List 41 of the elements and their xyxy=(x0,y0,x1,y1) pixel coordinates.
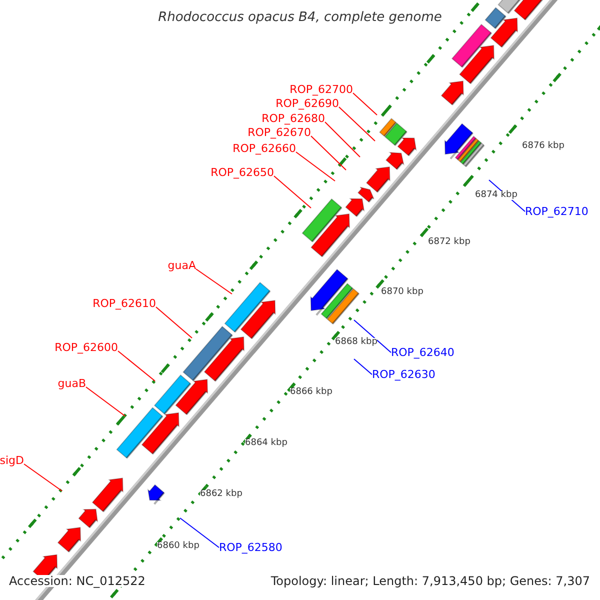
gene-label: ROP_62660 xyxy=(232,143,296,154)
gene-label: ROP_62650 xyxy=(210,167,274,178)
scale-label: 6870 kbp xyxy=(381,288,424,297)
scale-label: 6872 kbp xyxy=(428,238,470,247)
leader-line xyxy=(24,464,62,492)
gene-label: ROP_62580 xyxy=(219,542,282,553)
leader-line xyxy=(338,106,376,142)
gene-label: ROP_62640 xyxy=(391,347,454,358)
leader-line xyxy=(196,268,232,294)
gene-label: ROP_62710 xyxy=(525,206,588,217)
gene-label: ROP_62670 xyxy=(248,127,311,138)
gene-label: ROP_62690 xyxy=(276,98,339,109)
gene-label: guaA xyxy=(168,260,196,271)
genome-info-text: Topology: linear; Length: 7,913,450 bp; Genes: 7,307 xyxy=(270,575,590,587)
scale-label: 6874 kbp xyxy=(475,191,518,200)
gene-label: ROP_62680 xyxy=(262,113,325,124)
gene-label: sigD xyxy=(0,455,24,466)
scale-label: 6864 kbp xyxy=(245,439,288,448)
gene-label: ROP_62700 xyxy=(290,84,353,95)
gene-label: ROP_62600 xyxy=(54,342,118,353)
scale-label: 6862 kbp xyxy=(200,490,242,499)
leader-line xyxy=(310,136,346,170)
accession-text: Accession: NC_012522 xyxy=(9,575,146,587)
leader-line xyxy=(352,92,378,116)
map-title: Rhodococcus opacus B4, complete genome xyxy=(157,11,443,24)
leader-line xyxy=(354,358,372,375)
gene-label: guaB xyxy=(58,378,86,389)
leader-line xyxy=(324,122,360,158)
leader-line xyxy=(274,176,312,208)
leader-line xyxy=(156,306,192,338)
scale-label: 6860 kbp xyxy=(157,542,200,551)
scale-label: 6866 kbp xyxy=(290,388,332,397)
leader-line xyxy=(354,320,392,353)
leader-line xyxy=(180,518,220,548)
leader-line xyxy=(118,350,156,382)
scale-label: 6876 kbp xyxy=(522,142,564,151)
leader-line xyxy=(86,386,126,416)
leader-line xyxy=(296,152,336,182)
gene-label: ROP_62610 xyxy=(92,298,156,309)
gene-label: ROP_62630 xyxy=(372,369,436,380)
scale-label: 6868 kbp xyxy=(335,338,378,347)
